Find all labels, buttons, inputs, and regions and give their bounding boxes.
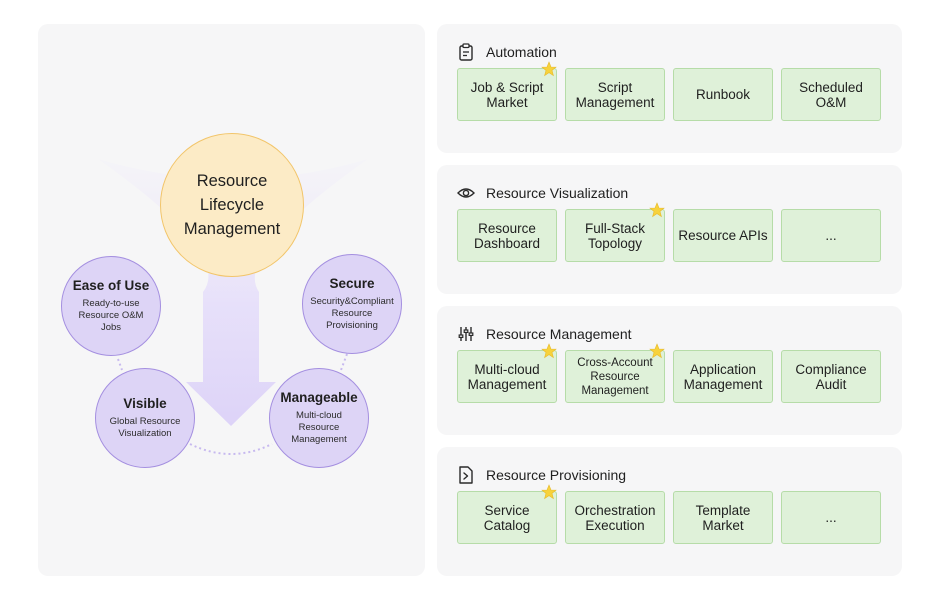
card-label: Service Catalog — [483, 502, 531, 533]
section-title: Resource Visualization — [486, 185, 629, 201]
lifecycle-core-circle: Resource Lifecycle Management — [160, 133, 304, 277]
sliders-icon — [457, 325, 475, 343]
card-label: Orchestration Execution — [574, 502, 656, 533]
card-resource-apis[interactable]: Resource APIs — [673, 209, 773, 262]
card-more[interactable]: ... — [781, 491, 881, 544]
card-label: Template Market — [695, 502, 751, 533]
card-label: Cross-Account Resource Management — [577, 356, 653, 397]
section-title: Resource Provisioning — [486, 467, 627, 483]
card-multi-cloud-management[interactable]: Multi-cloud Management — [457, 343, 557, 403]
pillar-title: Visible — [123, 396, 167, 411]
card-label: Job & Script Market — [470, 79, 544, 110]
card-label: ... — [825, 228, 837, 243]
pillar-title: Ease of Use — [72, 278, 150, 293]
star-icon — [541, 61, 557, 77]
section-header: Resource Visualization — [457, 183, 628, 203]
card-label: Multi-cloud Management — [467, 361, 547, 392]
section-title: Automation — [486, 44, 557, 60]
eye-icon — [457, 184, 475, 202]
pillar-title: Manageable — [280, 390, 358, 405]
card-label: Application Management — [683, 361, 763, 392]
card-label: Full-Stack Topology — [584, 220, 645, 251]
card-cross-account-resource-management[interactable]: Cross-Account Resource Management — [565, 343, 665, 403]
file-export-icon — [457, 466, 475, 484]
pillar-description: Global Resource Visualization — [109, 416, 181, 439]
pillar-description: Security&Compliant Resource Provisioning — [310, 296, 394, 331]
card-label: Script Management — [575, 79, 655, 110]
section-header: Automation — [457, 42, 557, 62]
card-resource-dashboard[interactable]: Resource Dashboard — [457, 209, 557, 262]
pillar-manageable: Manageable Multi-cloud Resource Manageme… — [269, 368, 369, 468]
card-scheduled-om[interactable]: Scheduled O&M — [781, 68, 881, 121]
pillar-secure: Secure Security&Compliant Resource Provi… — [302, 254, 402, 354]
star-icon — [649, 343, 665, 359]
card-service-catalog[interactable]: Service Catalog — [457, 484, 557, 544]
pillar-ease-of-use: Ease of Use Ready-to-use Resource O&M Jo… — [61, 256, 161, 356]
card-label: ... — [825, 510, 837, 525]
section-title: Resource Management — [486, 326, 632, 342]
card-application-management[interactable]: Application Management — [673, 350, 773, 403]
card-compliance-audit[interactable]: Compliance Audit — [781, 350, 881, 403]
section-resource-visualization: Resource Visualization Resource Dashboar… — [437, 165, 902, 294]
card-label: Scheduled O&M — [799, 79, 863, 110]
card-template-market[interactable]: Template Market — [673, 491, 773, 544]
section-resource-provisioning: Resource Provisioning Service Catalog Or… — [437, 447, 902, 576]
section-header: Resource Management — [457, 324, 632, 344]
clipboard-icon — [457, 43, 475, 61]
core-line-3: Management — [183, 220, 281, 238]
card-full-stack-topology[interactable]: Full-Stack Topology — [565, 202, 665, 262]
pillar-description: Ready-to-use Resource O&M Jobs — [78, 298, 144, 333]
pillar-visible: Visible Global Resource Visualization — [95, 368, 195, 468]
section-header: Resource Provisioning — [457, 465, 626, 485]
funnel-arrow-graphic — [98, 159, 368, 455]
star-icon — [541, 343, 557, 359]
card-job-script-market[interactable]: Job & Script Market — [457, 61, 557, 121]
section-resource-management: Resource Management Multi-cloud Manageme… — [437, 306, 902, 435]
pillar-title: Secure — [329, 276, 375, 291]
pillar-description: Multi-cloud Resource Management — [291, 410, 347, 445]
section-automation: Automation Job & Script Market Script Ma… — [437, 24, 902, 153]
card-script-management[interactable]: Script Management — [565, 68, 665, 121]
card-label: Resource Dashboard — [473, 220, 541, 251]
star-icon — [541, 484, 557, 500]
core-line-1: Resource — [196, 172, 268, 190]
card-runbook[interactable]: Runbook — [673, 68, 773, 121]
card-orchestration-execution[interactable]: Orchestration Execution — [565, 491, 665, 544]
card-label: Compliance Audit — [795, 361, 867, 392]
lifecycle-panel: Resource Lifecycle Management Ease of Us… — [38, 24, 425, 576]
star-icon — [649, 202, 665, 218]
card-label: Runbook — [695, 87, 751, 102]
card-label: Resource APIs — [678, 228, 768, 243]
core-line-2: Lifecycle — [199, 196, 265, 214]
card-more[interactable]: ... — [781, 209, 881, 262]
